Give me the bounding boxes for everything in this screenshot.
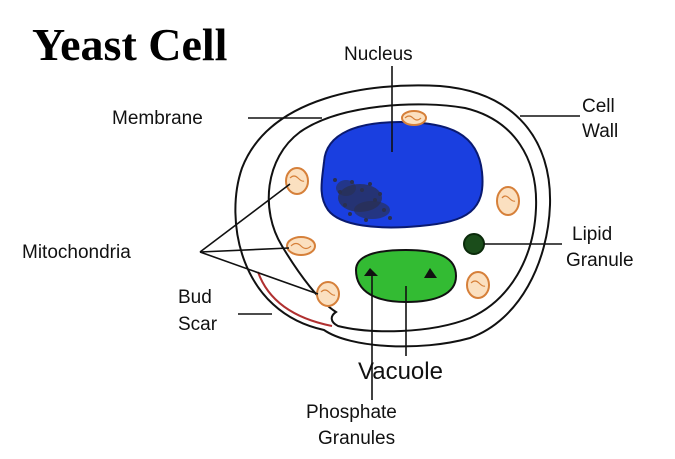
- label-vacuole: Vacuole: [358, 358, 443, 385]
- mitochondrion: [287, 237, 315, 255]
- label-phosphate-line1: Phosphate: [306, 402, 397, 423]
- mitochondrion: [497, 187, 519, 215]
- lipid-granule: [464, 234, 484, 254]
- label-mitochondria: Mitochondria: [22, 242, 131, 263]
- mitochondrion: [317, 282, 339, 306]
- nucleus: [322, 122, 483, 227]
- mitochondria-leader-1: [200, 184, 290, 252]
- label-nucleus: Nucleus: [344, 44, 413, 65]
- label-bud-scar-line1: Bud: [178, 287, 212, 308]
- mitochondrion: [467, 272, 489, 298]
- label-membrane: Membrane: [112, 108, 203, 129]
- label-lipid-line1: Lipid: [572, 224, 612, 245]
- label-cell-wall-line1: Cell: [582, 96, 615, 117]
- label-bud-scar-line2: Scar: [178, 314, 218, 335]
- diagram-title: Yeast Cell: [32, 19, 227, 70]
- label-phosphate-line2: Granules: [318, 428, 395, 449]
- mitochondrion: [286, 168, 308, 194]
- mitochondria-leader-2: [200, 248, 289, 252]
- leader-lines: [200, 66, 580, 400]
- label-lipid-line2: Granule: [566, 250, 634, 271]
- label-cell-wall-line2: Wall: [582, 121, 618, 142]
- mitochondrion: [402, 111, 426, 125]
